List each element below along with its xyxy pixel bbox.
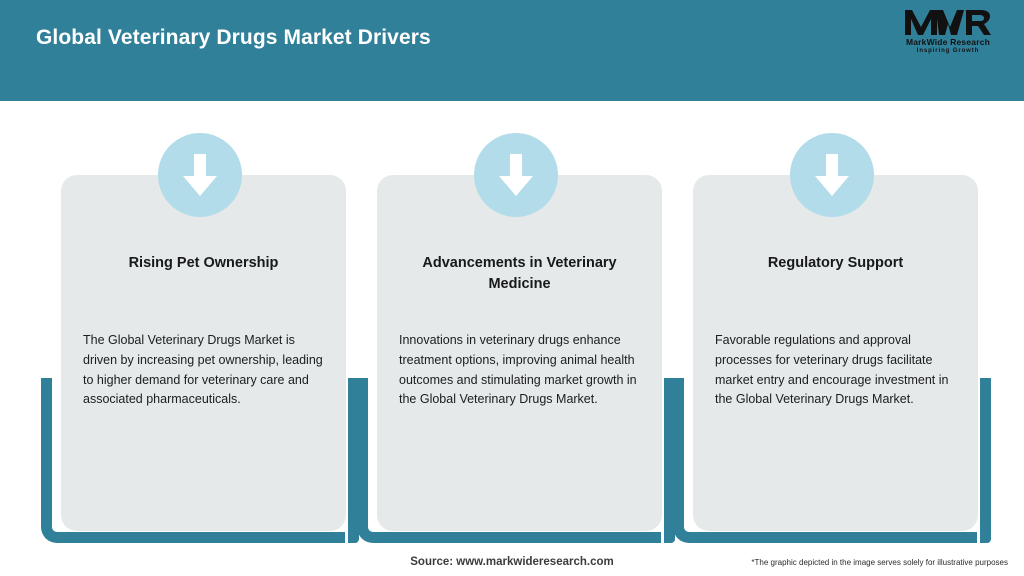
header-bar: Global Veterinary Drugs Market Drivers M… bbox=[0, 0, 1024, 101]
logo-company-name: MarkWide Research bbox=[905, 37, 991, 47]
disclaimer-note: *The graphic depicted in the image serve… bbox=[751, 558, 1008, 567]
down-arrow-icon bbox=[158, 133, 242, 217]
card-title: Regulatory Support bbox=[767, 255, 904, 271]
brand-logo: MarkWide Research Inspiring Growth bbox=[890, 8, 1006, 64]
card-panel: Advancements in Veterinary Medicine Inno… bbox=[377, 175, 662, 531]
driver-card-3[interactable]: Regulatory Support Favorable regulations… bbox=[673, 101, 991, 543]
driver-cards-container: Rising Pet Ownership The Global Veterina… bbox=[0, 101, 1024, 543]
card-title: Advancements in Veterinary Medicine bbox=[422, 255, 617, 293]
card-accent-frame bbox=[357, 378, 661, 543]
down-arrow-icon bbox=[474, 133, 558, 217]
driver-card-2[interactable]: Advancements in Veterinary Medicine Inno… bbox=[357, 101, 675, 543]
logo-tagline: Inspiring Growth bbox=[916, 48, 980, 54]
card-panel: Rising Pet Ownership The Global Veterina… bbox=[61, 175, 346, 531]
card-accent-frame bbox=[673, 378, 977, 543]
card-description: The Global Veterinary Drugs Market is dr… bbox=[83, 333, 323, 407]
card-accent-frame-right bbox=[980, 378, 991, 543]
card-accent-frame-right bbox=[348, 378, 359, 543]
page-title: Global Veterinary Drugs Market Drivers bbox=[36, 26, 431, 49]
card-description: Innovations in veterinary drugs enhance … bbox=[399, 333, 637, 407]
card-title: Rising Pet Ownership bbox=[128, 255, 279, 271]
source-label: Source: www.markwideresearch.com bbox=[410, 556, 614, 568]
logo-mwr-icon bbox=[890, 8, 1006, 36]
card-accent-frame bbox=[41, 378, 345, 543]
card-accent-frame-right bbox=[664, 378, 675, 543]
card-description: Favorable regulations and approval proce… bbox=[715, 333, 949, 407]
driver-card-1[interactable]: Rising Pet Ownership The Global Veterina… bbox=[41, 101, 359, 543]
down-arrow-icon bbox=[790, 133, 874, 217]
card-panel: Regulatory Support Favorable regulations… bbox=[693, 175, 978, 531]
